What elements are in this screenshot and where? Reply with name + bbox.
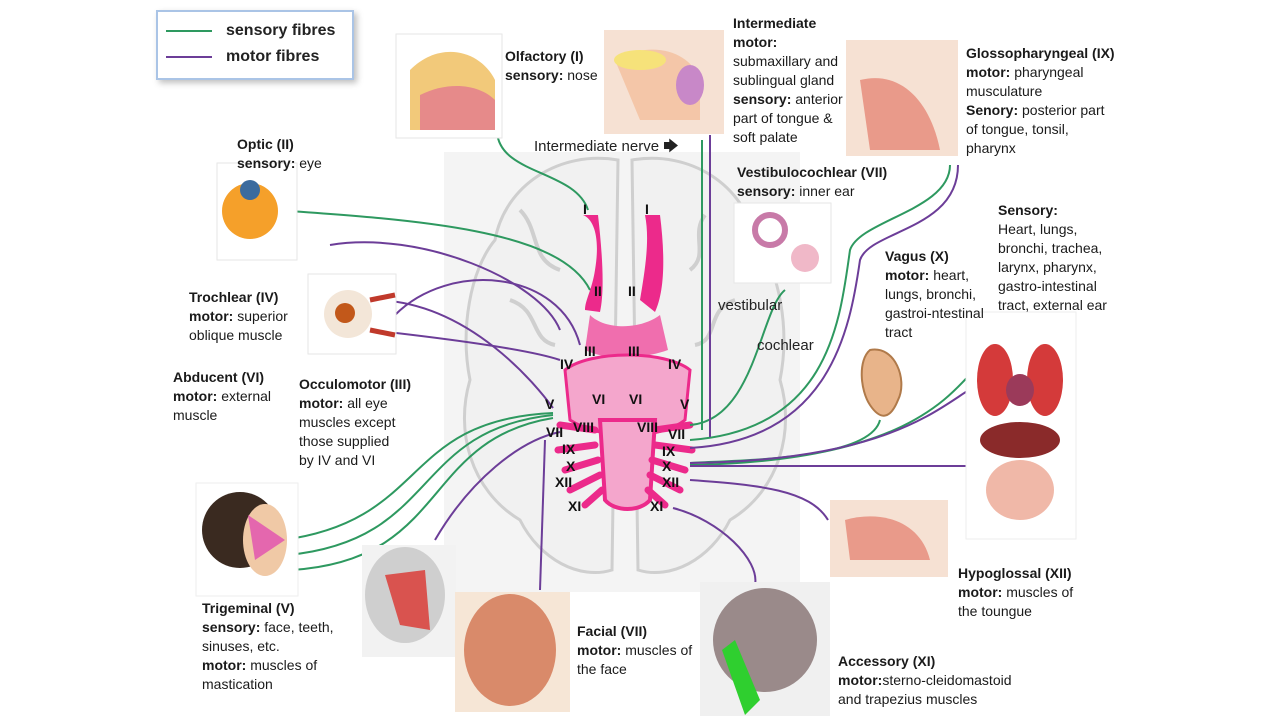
sensory-swatch (166, 30, 212, 32)
neck-muscles-picture (700, 582, 830, 716)
legend: sensory fibres motor fibres (156, 10, 354, 80)
legend-sensory-label: sensory fibres (226, 22, 336, 39)
vestibular-label: vestibular (718, 297, 783, 314)
motor-swatch (166, 56, 212, 58)
eye-picture (216, 162, 298, 261)
numeral-i-left: I (583, 201, 587, 217)
numeral-x-left: X (566, 458, 576, 474)
glossopharyngeal-label: Glossopharyngeal (IX) motor: pharyngeal … (966, 45, 1115, 156)
numeral-iv-left: IV (560, 356, 574, 372)
numeral-xii-right: XII (662, 474, 680, 490)
tongue-throat-picture (830, 500, 948, 577)
numeral-x-right: X (662, 458, 672, 474)
numeral-vi-left: VI (592, 391, 606, 407)
vagus-label: Vagus (X) motor: heart, lungs, bronchi, … (885, 248, 984, 340)
numeral-ix-left: IX (562, 441, 576, 457)
numeral-vi-right: VI (629, 391, 643, 407)
numeral-vii-left: VII (546, 424, 564, 440)
cochlear-label: cochlear (757, 337, 814, 354)
vagus-sensory-label: Sensory: Heart, lungs, bronchi, trachea,… (998, 202, 1107, 313)
vestibulocochlear-label: Vestibulocochlear (VII) sensory: inner e… (737, 164, 888, 199)
motor-fibres (329, 135, 991, 591)
numeral-ii-left: II (594, 283, 602, 299)
numeral-viii-right: VIII (637, 419, 659, 435)
numeral-viii-left: VIII (573, 419, 595, 435)
external-ear-picture (860, 348, 903, 417)
numeral-i-right: I (645, 201, 649, 217)
numeral-ii-right: II (628, 283, 636, 299)
facial-label: Facial (VII) motor: muscles of the face (577, 623, 693, 677)
numeral-vii-right: VII (668, 426, 686, 442)
arrow-right-icon: 🡆 (663, 138, 679, 155)
numeral-v-left: V (545, 396, 555, 412)
numeral-xi-right: XI (650, 498, 664, 514)
numeral-xi-left: XI (568, 498, 582, 514)
organs-picture (965, 311, 1077, 540)
occulomotor-label: Occulomotor (III) motor: all eye muscles… (299, 376, 411, 468)
inner-ear-picture (733, 202, 832, 284)
intermediate-gland-picture (604, 30, 724, 134)
abducent-label: Abducent (VI) motor: external muscle (173, 369, 272, 423)
nose-picture (395, 33, 503, 139)
throat-picture (846, 40, 958, 156)
numeral-xii-left: XII (555, 474, 573, 490)
face-trigeminal-picture (195, 482, 299, 597)
accessory-label: Accessory (XI) motor:sterno-cleidomastoi… (838, 653, 1012, 707)
numeral-iii-left: III (584, 343, 596, 359)
intermediate-label: Intermediate motor: submaxillary and sub… (733, 15, 843, 145)
jaw-muscle-picture (362, 545, 456, 657)
numeral-iii-right: III (628, 343, 640, 359)
numeral-ix-right: IX (662, 443, 676, 459)
face-muscles-picture (455, 592, 570, 712)
hypoglossal-label: Hypoglossal (XII) motor: muscles of the … (958, 565, 1074, 619)
numeral-iv-right: IV (668, 356, 682, 372)
legend-motor: motor fibres (166, 45, 319, 69)
trigeminal-label: Trigeminal (V) sensory: face, teeth, sin… (202, 600, 334, 692)
brainstem (554, 215, 696, 511)
numeral-v-right: V (680, 396, 690, 412)
trochlear-label: Trochlear (IV) motor: superior oblique m… (189, 289, 288, 343)
olfactory-label: Olfactory (I) sensory: nose (505, 48, 598, 83)
eyeball-muscles-picture (307, 273, 397, 355)
legend-sensory: sensory fibres (166, 19, 335, 43)
legend-motor-label: motor fibres (226, 48, 320, 65)
optic-label: Optic (II) sensory: eye (237, 136, 322, 171)
intermediate-nerve-label: Intermediate nerve 🡆 (534, 138, 679, 155)
